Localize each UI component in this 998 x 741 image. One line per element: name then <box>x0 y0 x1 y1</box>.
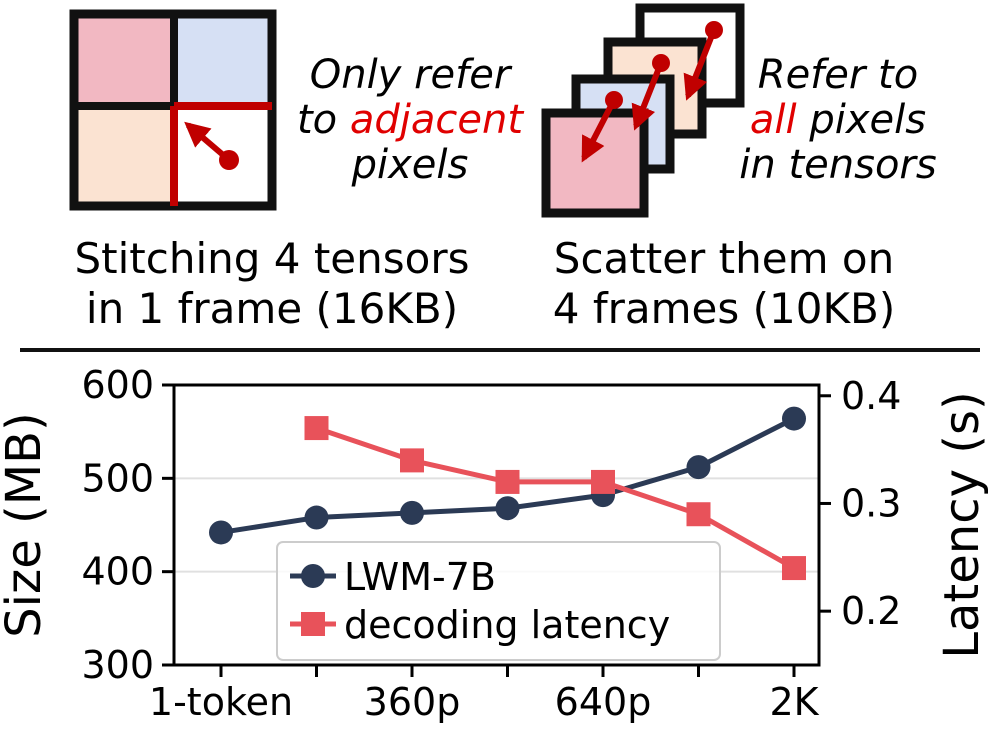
data-point-latency <box>686 502 711 527</box>
right-annotation-suffix: pixels <box>797 97 926 143</box>
right-caption-line2: 4 frames (10KB) <box>553 284 895 333</box>
chart: 300 400 500 600 0.2 0.3 0.4 1-token 360p 640p 2K S… <box>0 363 990 724</box>
right-annotation-line2: all pixels <box>750 97 926 143</box>
data-point-latency <box>495 469 520 494</box>
right-caption-line1: Scatter them on <box>554 234 894 283</box>
legend-label-lwm: LWM-7B <box>344 555 496 599</box>
x-tick-label: 2K <box>769 680 819 724</box>
left-annotation-line1: Only refer <box>310 52 513 98</box>
legend-box <box>276 541 721 661</box>
y-tick-label-right: 0.3 <box>841 481 901 525</box>
plot-frame <box>172 383 821 667</box>
y-tick-label-right: 0.2 <box>841 589 901 633</box>
y-tick-label-right: 0.4 <box>841 374 901 418</box>
x-tick-label: 640p <box>555 680 652 724</box>
y-tick-label-left: 600 <box>81 363 154 407</box>
reference-arrow-4 <box>683 28 717 101</box>
data-point-size <box>782 406 806 431</box>
left-annotation-prefix: to <box>297 97 350 143</box>
x-tick-label: 1-token <box>149 680 293 724</box>
data-point-latency <box>304 416 329 441</box>
data-point-latency <box>400 448 424 473</box>
reference-arrow-2 <box>581 98 617 163</box>
reference-arrow-3 <box>631 61 664 131</box>
series-line-1 <box>315 425 796 571</box>
right-annotation-line3: in tensors <box>739 142 936 188</box>
reference-dot-3 <box>652 54 670 72</box>
reference-dot-4 <box>705 21 723 39</box>
right-annotation-line1: Refer to <box>758 52 918 98</box>
y-tick-label-left: 300 <box>81 643 154 687</box>
tensor-tile-blue <box>174 14 272 106</box>
legend: LWM-7B decoding latency <box>276 541 721 661</box>
x-tick-label: 360p <box>364 680 461 724</box>
axes: 300 400 500 600 0.2 0.3 0.4 1-token 360p 640p 2K <box>81 363 901 724</box>
data-point-latency <box>782 556 806 581</box>
y-tick-label-left: 400 <box>81 550 154 594</box>
data-point-size <box>304 505 329 530</box>
data-point-size <box>400 500 424 525</box>
legend-marker-square <box>301 612 325 636</box>
data-point-latency <box>591 469 615 494</box>
tensor-tile-pink <box>74 14 174 106</box>
legend-label-latency: decoding latency <box>344 603 670 647</box>
frame-1 <box>541 108 649 218</box>
scattered-frames-diagram <box>541 3 745 218</box>
data-point-size <box>495 496 520 521</box>
tensor-tile-peach <box>74 106 174 206</box>
left-annotation-line2: to adjacent <box>297 97 524 143</box>
right-annotation-highlight: all <box>750 97 797 143</box>
series <box>209 406 806 581</box>
data-point-size <box>209 520 233 545</box>
left-annotation-highlight: adjacent <box>350 97 524 143</box>
legend-marker-circle <box>301 564 325 588</box>
data-point-size <box>686 455 711 480</box>
stitched-frame-diagram <box>69 9 277 211</box>
reference-dot-2 <box>605 91 623 109</box>
y-axis-label-left: Size (MB) <box>0 412 52 638</box>
reference-dot <box>219 150 239 170</box>
y-tick-label-left: 500 <box>81 456 154 500</box>
left-caption-line2: in 1 frame (16KB) <box>86 284 458 333</box>
y-axis-label-right: Latency (s) <box>934 391 990 658</box>
left-annotation-line3: pixels <box>351 142 469 188</box>
left-caption-line1: Stitching 4 tensors <box>74 234 469 283</box>
